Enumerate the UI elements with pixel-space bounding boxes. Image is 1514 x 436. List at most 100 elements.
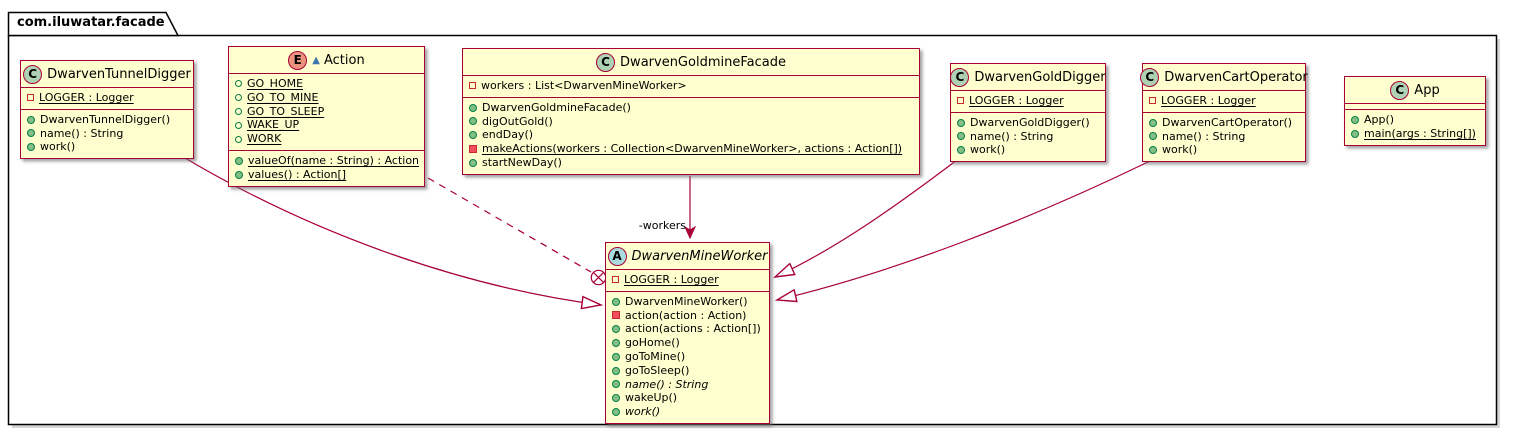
method-row: work() <box>957 143 1099 157</box>
private-field-icon <box>612 276 619 284</box>
method-text: work() <box>625 405 661 419</box>
method-text: work() <box>40 140 76 154</box>
public-method-icon <box>957 146 965 155</box>
method-text: values() : Action[] <box>248 167 347 181</box>
public-method-icon <box>612 325 620 334</box>
method-text: goToMine() <box>625 349 686 363</box>
public-method-icon <box>612 408 620 417</box>
method-row: goHome() <box>612 336 763 350</box>
methods-compartment: App() main(args : String[]) <box>1345 109 1485 145</box>
class-header: C DwarvenGoldDigger <box>950 64 1106 90</box>
method-row: action(action : Action) <box>612 309 763 323</box>
method-text: wakeUp() <box>625 391 678 405</box>
method-row: main(args : String[]) <box>1351 127 1479 141</box>
method-text: goHome() <box>625 336 680 350</box>
method-row: DwarvenGoldmineFacade() <box>469 101 913 115</box>
public-method-icon <box>612 394 620 403</box>
method-row: values() : Action[] <box>235 168 418 182</box>
public-method-icon <box>1351 115 1359 124</box>
package-title: com.iluwatar.facade <box>17 15 165 30</box>
public-method-icon <box>612 366 620 375</box>
edge-action-nested-in-mineworker <box>427 177 592 273</box>
public-method-icon <box>612 297 620 306</box>
method-row: work() <box>27 140 187 154</box>
class-header: A DwarvenMineWorker <box>606 243 769 269</box>
package-tab <box>7 11 180 37</box>
method-text: digOutGold() <box>482 114 553 128</box>
class-name: DwarvenTunnelDigger <box>47 66 191 82</box>
field-row: LOGGER : Logger <box>27 91 187 105</box>
public-field-icon <box>235 107 242 115</box>
method-text: App() <box>1364 113 1395 126</box>
fields-compartment: LOGGER : Logger <box>951 90 1105 112</box>
methods-compartment: DwarvenGoldDigger() name() : String work… <box>951 111 1105 161</box>
private-field-icon <box>1149 97 1156 105</box>
class-name: DwarvenGoldDigger <box>974 69 1106 85</box>
public-method-icon <box>612 339 620 348</box>
public-method-icon <box>1149 118 1157 127</box>
methods-compartment: DwarvenTunnelDigger() name() : String wo… <box>21 108 193 158</box>
method-text: work() <box>970 143 1006 157</box>
method-text: action(action : Action) <box>625 308 747 322</box>
class-header: C DwarvenTunnelDigger <box>21 61 193 87</box>
public-method-icon <box>235 170 243 179</box>
method-row: work() <box>612 405 763 419</box>
static-nested-icon: ▲ <box>312 54 320 66</box>
public-method-icon <box>469 117 477 126</box>
class-stereotype-icon: C <box>950 67 970 87</box>
enum-action: E ▲ Action GO_HOME GO_TO_MINE GO_TO_SLEE… <box>228 46 425 187</box>
private-field-icon <box>27 94 34 102</box>
field-row: LOGGER : Logger <box>957 94 1099 108</box>
public-method-icon <box>957 132 965 141</box>
method-text: endDay() <box>482 128 534 142</box>
abstract-stereotype-icon: A <box>607 246 627 266</box>
method-row: digOutGold() <box>469 115 913 129</box>
public-field-icon <box>235 121 242 129</box>
method-row: wakeUp() <box>612 391 763 405</box>
nested-class-anchor-cross <box>592 271 605 284</box>
method-row: action(actions : Action[]) <box>612 322 763 336</box>
public-method-icon <box>1149 132 1157 141</box>
constant-text: WAKE_UP <box>247 118 300 132</box>
class-name: DwarvenMineWorker <box>631 248 768 264</box>
field-text: LOGGER : Logger <box>1161 94 1256 107</box>
class-stereotype-icon: C <box>1140 67 1160 87</box>
field-row: LOGGER : Logger <box>1149 94 1299 108</box>
field-row: workers : List<DwarvenMineWorker> <box>469 79 913 93</box>
class-dwarven-goldmine-facade: C DwarvenGoldmineFacade workers : List<D… <box>462 48 920 175</box>
class-dwarven-mine-worker: A DwarvenMineWorker LOGGER : Logger Dwar… <box>605 242 770 424</box>
method-text: action(actions : Action[]) <box>625 322 761 336</box>
association-label-workers: -workers <box>638 219 686 232</box>
method-row: DwarvenTunnelDigger() <box>27 113 187 127</box>
public-method-icon <box>469 131 477 140</box>
method-row: DwarvenCartOperator() <box>1149 116 1299 130</box>
method-text: name() : String <box>970 129 1054 143</box>
class-dwarven-tunnel-digger: C DwarvenTunnelDigger LOGGER : Logger Dw… <box>20 60 194 160</box>
public-method-icon <box>1149 146 1157 155</box>
public-method-icon <box>1351 129 1359 138</box>
constant-text: GO_TO_MINE <box>247 90 319 104</box>
enum-constant-row: GO_TO_SLEEP <box>235 105 418 119</box>
class-app: C App App() main(args : String[]) <box>1344 76 1486 146</box>
enum-stereotype-icon: E <box>288 50 308 70</box>
methods-compartment: DwarvenCartOperator() name() : String wo… <box>1143 111 1305 161</box>
method-row: valueOf(name : String) : Action <box>235 154 419 168</box>
method-row: makeActions(workers : Collection<Dwarven… <box>469 142 913 156</box>
methods-compartment: valueOf(name : String) : Action values()… <box>229 149 424 186</box>
public-method-icon <box>957 118 965 127</box>
fields-compartment <box>1345 103 1485 109</box>
class-header: C App <box>1345 77 1485 103</box>
class-stereotype-icon: C <box>1390 80 1410 100</box>
fields-compartment: LOGGER : Logger <box>1143 90 1305 112</box>
class-header: C DwarvenCartOperator <box>1140 64 1308 90</box>
method-row: endDay() <box>469 128 913 142</box>
field-text: LOGGER : Logger <box>969 94 1064 107</box>
method-text: DwarvenGoldmineFacade() <box>482 100 631 114</box>
public-field-icon <box>235 135 242 143</box>
public-method-icon <box>27 129 35 138</box>
constant-text: GO_TO_SLEEP <box>247 104 325 118</box>
method-row: App() <box>1351 113 1479 127</box>
method-row: name() : String <box>957 130 1099 144</box>
method-row: goToSleep() <box>612 364 763 378</box>
public-method-icon <box>235 156 243 165</box>
